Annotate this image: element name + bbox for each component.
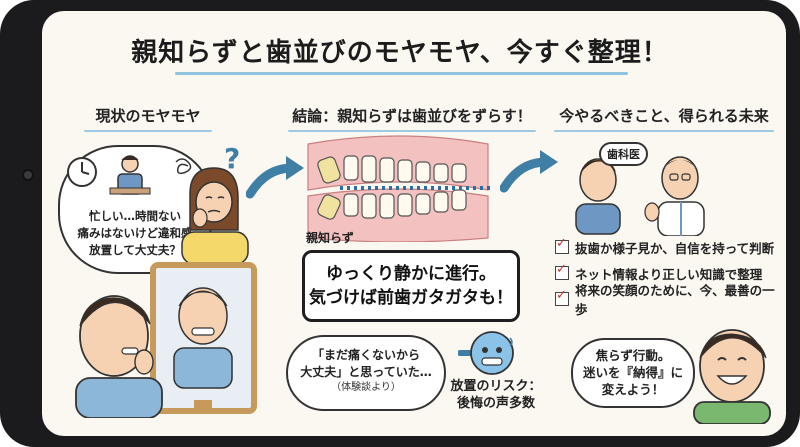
checklist-item-label: ネット情報より正しい知識で整理 [575, 266, 763, 282]
checklist-item: 将来の笑顔のために、今、最善の一歩 [555, 283, 785, 317]
section-heading-current: 現状のモヤモヤ [84, 105, 212, 132]
worried-woman-illustration: ? [181, 142, 249, 264]
quote-source: （体験談より） [331, 382, 401, 393]
risk-line: 放置のリスク： [450, 379, 542, 394]
title-underline [175, 72, 628, 75]
checklist-item-label: 将来の笑顔のために、今、最善の一歩 [575, 283, 775, 317]
wisdom-tooth-icon [317, 156, 341, 220]
dentist-consultation-illustration [575, 156, 705, 236]
conclusion-callout: ゆっくり静かに進行。 気づけば前歯ガタガタも！ [302, 250, 520, 322]
callout-line: 気づけば前歯ガタガタも！ [309, 288, 513, 308]
arrow-right-icon [500, 150, 558, 193]
checklist-item-label: 抜歯か様子見か、自信を持って判断 [575, 240, 775, 256]
worry-thought-text: 忙しい…時間ない 痛みはないけど違和感 放置して大丈夫？ [66, 208, 204, 259]
action-checklist: 抜歯か様子見か、自信を持って判断 ネット情報より正しい知識で整理 将来の笑顔のた… [555, 234, 785, 317]
office-worker-icon [109, 155, 151, 195]
checklist-item: 抜歯か様子見か、自信を持って判断 [555, 234, 785, 260]
patient-icon [575, 158, 621, 235]
checkbox-checked-icon [555, 288, 569, 306]
camera-icon [24, 171, 32, 179]
worry-scene-illustration [67, 155, 192, 195]
page-title: 親知らずと歯並びのモヤモヤ、今すぐ整理！ [131, 38, 669, 68]
checklist-item: ネット情報より正しい知識で整理 [555, 260, 785, 286]
worry-line: 放置して大丈夫？ [89, 243, 181, 257]
section-heading-current-text: 現状のモヤモヤ [95, 107, 201, 125]
heading-underline [84, 130, 212, 132]
checkbox-checked-icon [555, 236, 569, 254]
jaw-teeth-illustration [307, 135, 490, 242]
smiling-man-illustration [693, 329, 771, 424]
checkbox-checked-icon [555, 262, 569, 280]
worry-line: 痛みはないけど違和感 [77, 226, 193, 240]
question-mark-icon: ? [224, 142, 240, 175]
heading-underline [288, 130, 536, 132]
dentist-badge: 歯科医 [599, 142, 648, 166]
risk-caption: 放置のリスク： 後悔の声多数 [444, 378, 548, 412]
mirror-reflection-illustration [173, 287, 233, 410]
action-line: 焦らず行動。 [595, 348, 671, 363]
callout-line: ゆっくり静かに進行。 [326, 264, 496, 284]
action-line: 迷いを『納得』に [582, 365, 683, 380]
action-line: 変えよう！ [601, 382, 665, 397]
section-heading-conclusion-text: 結論：親知らずは歯並びをずらす！ [292, 107, 532, 125]
quote-line: 大丈夫」と思っていた… [300, 365, 432, 379]
worry-line: 忙しい…時間ない [89, 209, 181, 223]
section-heading-conclusion: 結論：親知らずは歯並びをずらす！ [288, 105, 536, 132]
section-heading-future: 今やるべきこと、得られる未来 [554, 105, 774, 132]
clock-icon [67, 157, 97, 187]
experience-quote-bubble: 「まだ痛くないから 大丈夫」と思っていた… （体験談より） [286, 335, 446, 411]
section-heading-future-text: 今やるべきこと、得られる未来 [559, 107, 769, 125]
worried-face-icon [470, 331, 514, 375]
wisdom-tooth-label: 親知らず [306, 231, 354, 245]
dentist-icon [644, 156, 705, 236]
risk-line: 後悔の声多数 [456, 396, 535, 411]
action-speech-bubble: 焦らず行動。 迷いを『納得』に 変えよう！ [571, 338, 695, 408]
heading-underline [554, 130, 774, 132]
quote-line: 「まだ痛くないから [311, 348, 420, 362]
arrow-right-icon [246, 156, 304, 199]
man-checking-teeth-illustration [75, 295, 163, 418]
stress-scribble-icon [175, 158, 192, 175]
